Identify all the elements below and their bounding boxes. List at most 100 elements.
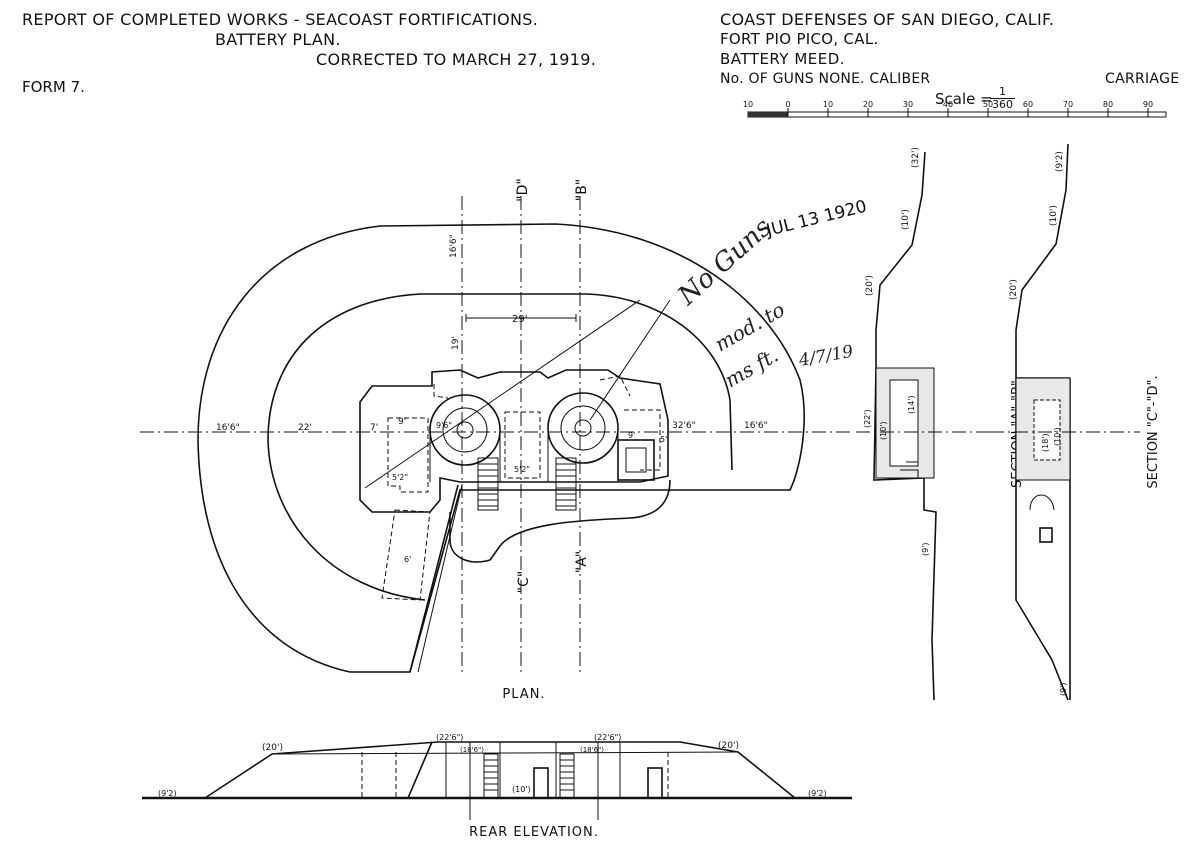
battery-plan: "D" "B" "C" "A" 16'6" 29' 19' 16'6" 22' …: [140, 178, 850, 702]
scale-tick: 20: [863, 100, 873, 109]
dim-22: 22': [298, 423, 312, 433]
scale-tick: 30: [903, 100, 913, 109]
section-ab-elev: (20'): [865, 275, 875, 296]
section-cd-profile: [1015, 143, 1070, 379]
fort-name: FORT PIO PICO, CAL.: [720, 30, 879, 48]
dim-19: 19': [451, 336, 461, 350]
form-number: FORM 7.: [22, 78, 85, 96]
dim-9-6: 9'6": [436, 421, 452, 430]
section-cd-label: SECTION "C"-"D".: [1146, 375, 1161, 488]
section-ab-room: [889, 379, 919, 467]
coast-defenses: COAST DEFENSES OF SAN DIEGO, CALIF.: [720, 10, 1055, 29]
dim-room-6: 6': [404, 555, 411, 564]
rear-elevation: (20') (22'6") (22'6") (20') (9'2) (9'2) …: [142, 733, 852, 840]
scale-tick: 80: [1103, 100, 1113, 109]
gun-pit-2-inner: [560, 405, 606, 451]
rear-elev: (18'6"): [460, 746, 484, 754]
scale-denominator: 360: [990, 97, 1015, 111]
dim-16-6: 16'6": [744, 421, 768, 431]
rear-elevation-caption: REAR ELEVATION.: [469, 825, 599, 840]
axis-label-c: "C": [516, 571, 532, 594]
rear-elev: (9'2): [158, 789, 177, 798]
dim-29-line: [465, 314, 577, 322]
note-mod: mod. to: [711, 297, 789, 356]
section-cd-elev: (9'2): [1055, 151, 1065, 172]
rear-elev: (20'): [718, 741, 739, 751]
rear-door-2: [647, 767, 663, 799]
dim-7: 7': [370, 423, 378, 433]
dim-room-9: 9': [628, 431, 635, 440]
section-cd-elev: (10'): [1049, 205, 1059, 226]
note-date: 4/7/19: [796, 342, 855, 371]
section-ab-profile: [873, 151, 937, 701]
gun-pivot-1: [456, 421, 474, 439]
sight-line-2: [589, 299, 671, 421]
dim-29: 29': [512, 314, 527, 325]
plan-label: BATTERY PLAN.: [215, 30, 341, 49]
scale-tick: 60: [1023, 100, 1033, 109]
right-room: [617, 439, 655, 481]
scale-tick: 10: [823, 100, 833, 109]
section-cd-room: [1033, 399, 1061, 461]
gun-pit-1: [429, 394, 501, 466]
room-right: [624, 409, 661, 471]
sight-line-1: [364, 299, 641, 489]
dim-left-outer: 16'6": [216, 423, 240, 433]
axis-label-a: "A": [574, 551, 590, 573]
stairs-2: [555, 457, 577, 511]
scale-tick: 40: [943, 100, 953, 109]
guns-caliber: No. OF GUNS NONE. CALIBER: [720, 71, 931, 87]
inner-parapet-outline: [267, 293, 733, 601]
rear-elev: (22'6"): [594, 733, 621, 742]
scale-tick: 10: [743, 100, 753, 109]
rear-stairs-1: [483, 753, 499, 799]
section-cd-door: [1039, 527, 1053, 543]
section-ab-elev: (10'): [901, 209, 911, 230]
room-left: [387, 417, 429, 493]
dim-room-5-2b: 5'2": [514, 465, 530, 474]
section-cd-elev: (10'): [1053, 427, 1062, 446]
rear-elev: (9'2): [808, 789, 827, 798]
gun-pit-1-inner: [442, 407, 488, 453]
rear-elev: (18'6"): [580, 746, 604, 754]
section-cd-elev: (9'): [1059, 682, 1068, 696]
axis-label-b: "B": [574, 179, 590, 201]
section-a-b: SECTION "A"-"B". (32') (10') (20') (22')…: [856, 147, 1025, 701]
room-center: [504, 411, 541, 479]
dim-9: 9': [398, 417, 406, 427]
section-ab-elev: (14'): [907, 395, 916, 414]
corrected-date: CORRECTED TO MARCH 27, 1919.: [316, 50, 597, 69]
scale-label: Scale =: [935, 90, 993, 108]
scale-fraction: 1 360: [990, 86, 1015, 110]
section-cd-elev: (20'): [1009, 279, 1019, 300]
section-ab-elev: (9'): [921, 542, 930, 556]
plan-caption: PLAN.: [502, 687, 545, 702]
dim-top: 16'6": [449, 234, 459, 258]
scale-numerator: 1: [999, 85, 1006, 98]
gun-pivot-2: [574, 419, 592, 437]
rear-door-1: [533, 767, 549, 799]
report-title: REPORT OF COMPLETED WORKS - SEACOAST FOR…: [22, 10, 539, 29]
rear-elev: (20'): [262, 743, 283, 753]
dim-32-6: 32'6": [672, 421, 696, 431]
section-ab-elev: (10'): [879, 421, 888, 440]
scale-tick: 70: [1063, 100, 1073, 109]
rear-elev: (22'6"): [436, 733, 463, 742]
section-ab-elev: (32'): [911, 147, 921, 168]
scale-tick: 90: [1143, 100, 1153, 109]
gun-pit-2: [547, 392, 619, 464]
stairs-1: [477, 457, 499, 511]
section-cd-elev: (18'): [1041, 433, 1050, 452]
dim-room-5: 5': [660, 435, 667, 444]
axis-label-d: "D": [515, 178, 531, 202]
scale-bar-fill: [748, 112, 788, 117]
rear-elev: (10'): [512, 785, 531, 794]
scale-tick: 50: [983, 100, 993, 109]
rear-stairs-2: [559, 753, 575, 799]
section-c-d: SECTION "C"-"D". (9'2) (10') (20') (18')…: [990, 143, 1161, 701]
note-no-guns: No Guns: [672, 212, 778, 311]
outer-parapet-outline: [197, 223, 805, 673]
scale-bar: 10 0 10 20 30 40 50 60 70 80 90: [743, 100, 1167, 118]
battery-name: BATTERY MEED.: [720, 50, 846, 68]
